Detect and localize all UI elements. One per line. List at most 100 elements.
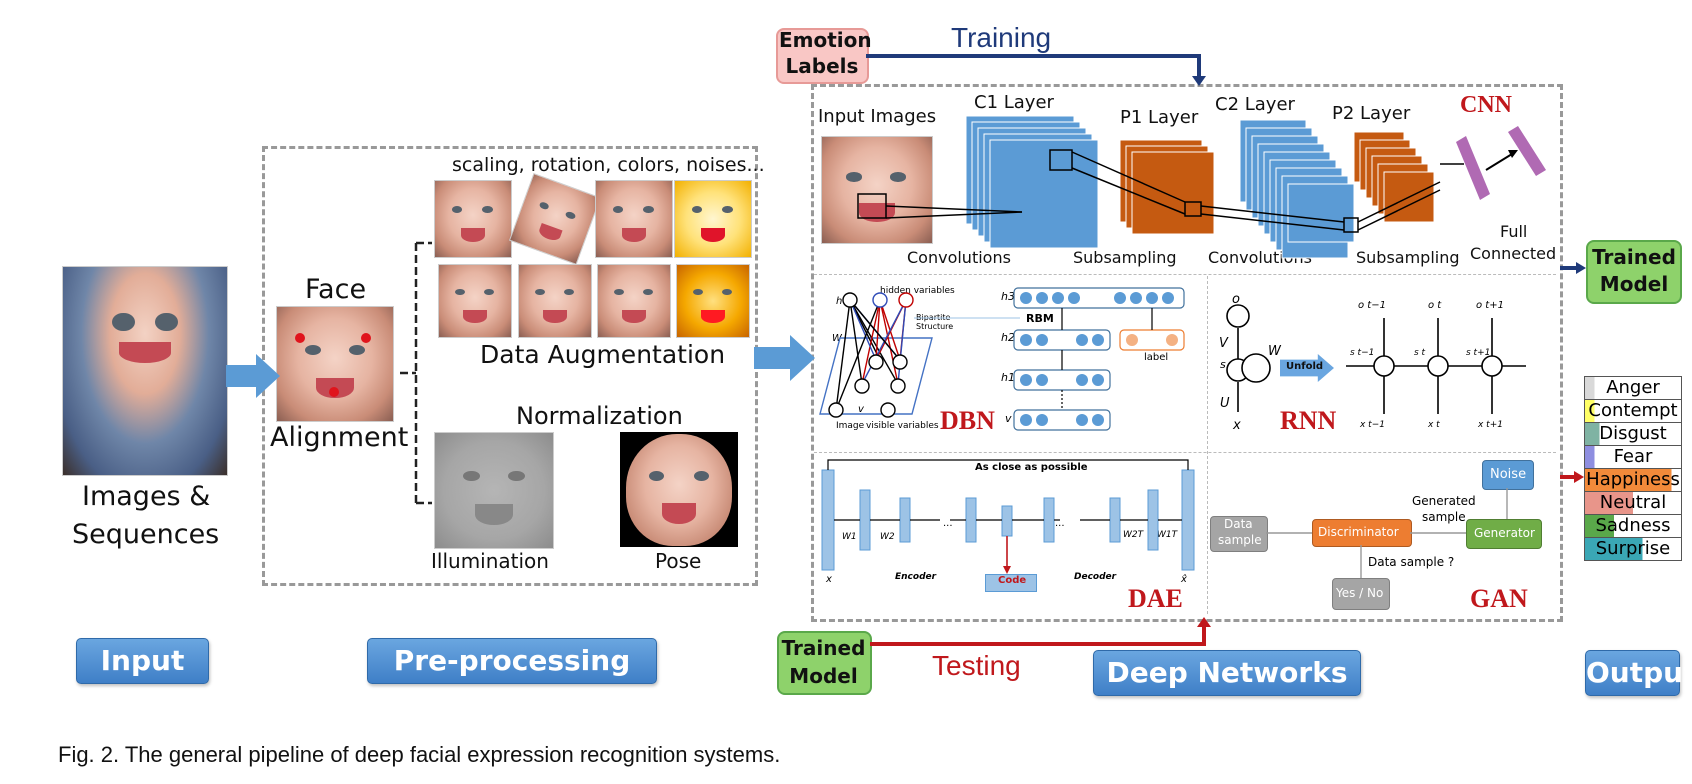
dbn-bipartite-line2: Structure	[916, 322, 954, 331]
test-trained-model-line2: Model	[789, 664, 858, 688]
alignment-label: Alignment	[270, 422, 409, 453]
gan-discriminator-box	[1312, 519, 1412, 547]
cnn-p2-label: P2 Layer	[1332, 103, 1411, 124]
rnn-x-prev: x t−1	[1360, 420, 1385, 430]
gan-noise-box	[1482, 460, 1534, 490]
emotion-item-anger: Anger	[1584, 376, 1682, 400]
aug-face	[595, 180, 673, 258]
emotion-item-happiness: Happiness	[1584, 468, 1682, 492]
cnn-divider	[814, 274, 1556, 275]
gan-name: GAN	[1470, 584, 1528, 613]
rnn-o-label: o	[1232, 292, 1240, 307]
aug-ops-label: scaling, rotation, colors, noises...	[452, 154, 765, 176]
figure-caption: Fig. 2. The general pipeline of deep fac…	[58, 742, 781, 767]
dae-w2-label: W2	[880, 532, 895, 542]
gan-generator-label: Generator	[1474, 526, 1535, 540]
dbn-h2-label: h2	[1001, 331, 1015, 344]
aug-face	[674, 180, 752, 258]
rnn-s-prev: s t−1	[1350, 348, 1375, 358]
dae-decoder-label: Decoder	[1074, 572, 1117, 582]
rnn-o-next: o t+1	[1476, 300, 1504, 311]
emotion-labels-box[interactable]	[776, 28, 869, 84]
emotion-item-disgust: Disgust	[1584, 422, 1682, 446]
dae-w1-label: W1	[842, 532, 857, 542]
rnn-w-label: W	[1268, 344, 1281, 359]
cnn-c2-label: C2 Layer	[1215, 94, 1295, 115]
rnn-s-t: s t	[1414, 348, 1426, 358]
stage-preprocessing: Pre-processing	[367, 638, 657, 684]
test-trained-model-box[interactable]	[777, 631, 872, 695]
gan-data-sample-box	[1210, 516, 1268, 552]
emotion-item-neutral: Neutral	[1584, 491, 1682, 515]
cnn-conv1-label: Convolutions	[907, 248, 1011, 267]
input-baby-photo	[62, 266, 228, 476]
cnn-name: CNN	[1460, 92, 1512, 118]
out-trained-model-line2: Model	[1599, 272, 1669, 296]
rnn-o-t: o t	[1428, 300, 1442, 311]
cnn-p1-label: P1 Layer	[1120, 107, 1199, 128]
emotion-labels-line1: Emotion	[779, 28, 872, 52]
rnn-x-t: x t	[1428, 420, 1440, 430]
gan-question: Data sample ?	[1368, 555, 1455, 569]
cnn-full-line1: Full	[1500, 222, 1528, 241]
training-arrow	[866, 54, 1201, 80]
stage-output: Output	[1585, 650, 1692, 696]
gan-discriminator-label: Discriminator	[1318, 525, 1399, 539]
emotion-labels-line2: Labels	[785, 54, 859, 78]
dbn-h1-label: h1	[1001, 371, 1015, 384]
rnn-o-prev: o t−1	[1358, 300, 1386, 311]
mid-divider	[814, 452, 1556, 453]
rnn-name: RNN	[1280, 406, 1337, 435]
cnn-full-line2: Connected	[1470, 244, 1557, 263]
dbn-h3-label: h3	[1001, 290, 1015, 303]
rnn-u-label: U	[1220, 396, 1230, 411]
aug-face	[676, 264, 750, 338]
test-trained-model-line1: Trained	[781, 636, 866, 660]
pose-face	[626, 434, 732, 546]
dae-w2t-label: W2T	[1123, 530, 1144, 540]
dbn-label-label: label	[1144, 352, 1169, 363]
dbn-w-label: W	[832, 333, 842, 344]
dae-name: DAE	[1128, 584, 1183, 613]
gan-yesno-box	[1332, 578, 1390, 610]
rnn-s-label: s	[1220, 358, 1226, 371]
gan-generated-line2: sample	[1422, 510, 1466, 524]
rnn-x-next: x t+1	[1478, 420, 1503, 430]
dbn-image-label: Image	[836, 421, 865, 431]
dae-dots: ...	[943, 518, 953, 529]
dbn-hidden-label: hidden variables	[880, 286, 955, 296]
dbn-name: DBN	[940, 406, 995, 435]
emotion-item-surprise: Surprise	[1584, 537, 1682, 561]
out-trained-model-line1: Trained	[1592, 245, 1676, 269]
dbn-h-label: h	[836, 296, 843, 307]
face-label: Face	[305, 274, 367, 305]
emotion-item-contempt: Contempt	[1584, 399, 1682, 423]
pose-label: Pose	[655, 549, 702, 573]
aug-face	[438, 264, 512, 338]
illumination-label: Illumination	[431, 549, 549, 573]
dae-encoder-label: Encoder	[895, 572, 937, 582]
aug-face	[597, 264, 671, 338]
testing-arrow	[870, 624, 1206, 646]
dae-code-label: Code	[998, 575, 1027, 586]
stage-deep-networks: Deep Networks	[1093, 650, 1361, 696]
aug-face	[518, 264, 592, 338]
dbn-visible-label: visible variables	[866, 421, 939, 431]
dbn-v2-label: v	[1005, 412, 1012, 425]
cnn-input-images-label: Input Images	[818, 106, 937, 127]
stage-input: Input	[76, 638, 209, 684]
dae-w1t-label: W1T	[1157, 530, 1178, 540]
out-trained-model-box[interactable]	[1586, 240, 1682, 304]
rnn-unfold-label: Unfold	[1286, 361, 1324, 372]
pre-to-deep-arrow	[754, 335, 815, 381]
dae-close-label: As close as possible	[975, 462, 1088, 473]
vertical-divider	[1207, 276, 1208, 614]
cnn-input-face	[821, 136, 933, 244]
rnn-v-label: V	[1219, 336, 1228, 351]
input-label-line1: Images &	[82, 481, 211, 512]
dbn-bipartite-line1: Bipartite	[916, 313, 951, 322]
input-label-line2: Sequences	[72, 519, 220, 550]
gan-yesno-label: Yes / No	[1336, 586, 1384, 600]
rnn-s-next: s t+1	[1466, 348, 1491, 358]
emotion-item-sadness: Sadness	[1584, 514, 1682, 538]
